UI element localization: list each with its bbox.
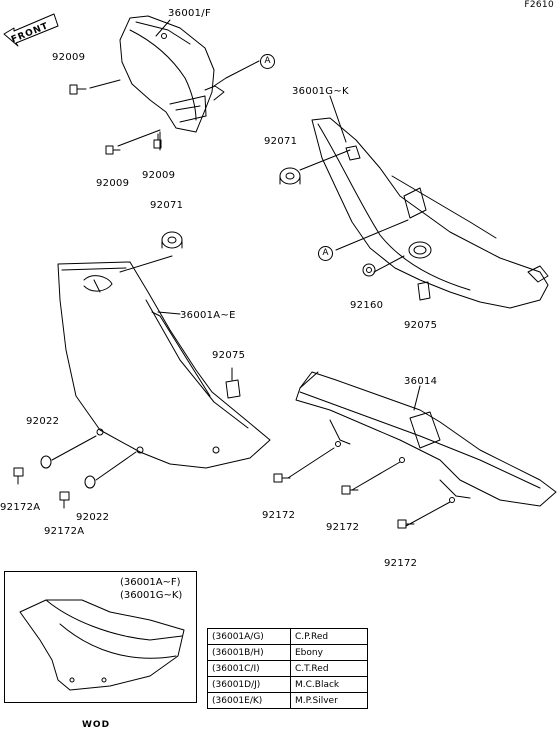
table-row: (36001E/K) M.P.Silver — [207, 692, 368, 709]
label-92172: 92172 — [384, 558, 418, 569]
table-cell-code: (36001C/I) — [207, 660, 291, 677]
color-table: (36001A/G) C.P.Red (36001B/H) Ebony (360… — [207, 628, 368, 709]
label-36001gk: 36001G~K — [292, 86, 349, 97]
bolt-92172a — [13, 467, 24, 485]
table-cell-color: Ebony — [290, 644, 368, 661]
label-92009: 92009 — [52, 52, 86, 63]
table-cell-color: C.T.Red — [290, 660, 368, 677]
diagram-code: F2610 — [524, 0, 554, 10]
table-cell-color: M.C.Black — [290, 676, 368, 693]
inset-part-range: (36001G~K) — [120, 590, 183, 601]
label-92009: 92009 — [142, 170, 176, 181]
washer-92022 — [40, 455, 52, 469]
part-36001ae-cover — [57, 261, 271, 469]
inset-panel — [4, 571, 197, 703]
label-92172: 92172 — [326, 522, 360, 533]
label-36014: 36014 — [404, 376, 438, 387]
washer-92022 — [84, 475, 96, 489]
grommet-92071 — [279, 167, 301, 185]
label-92022: 92022 — [26, 416, 60, 427]
table-cell-code: (36001E/K) — [207, 692, 291, 709]
label-92009: 92009 — [96, 178, 130, 189]
label-92075: 92075 — [404, 320, 438, 331]
label-92172: 92172 — [262, 510, 296, 521]
callout-a: A — [318, 246, 333, 261]
bolt-92009 — [153, 133, 162, 149]
clip-92075 — [417, 281, 431, 301]
label-92022: 92022 — [76, 512, 110, 523]
table-row: (36001D/J) M.C.Black — [207, 676, 368, 693]
front-arrow-icon — [3, 13, 59, 47]
collar-92160 — [362, 263, 376, 277]
inset-part-range: (36001A~F) — [120, 577, 181, 588]
part-36014-chain-cover — [295, 371, 557, 507]
table-cell-code: (36001A/G) — [207, 628, 291, 645]
table-cell-color: C.P.Red — [290, 628, 368, 645]
inset-caption: WOD — [82, 720, 111, 730]
bolt-92009 — [69, 84, 87, 95]
table-cell-color: M.P.Silver — [290, 692, 368, 709]
bolt-92172a — [59, 491, 70, 509]
bolt-92009 — [105, 145, 121, 155]
label-36001ae: 36001A~E — [180, 310, 236, 321]
label-92071: 92071 — [150, 200, 184, 211]
table-row: (36001B/H) Ebony — [207, 644, 368, 661]
label-92172a: 92172A — [0, 502, 41, 513]
label-92172a: 92172A — [44, 526, 85, 537]
table-row: (36001C/I) C.T.Red — [207, 660, 368, 677]
label-92075: 92075 — [212, 350, 246, 361]
table-cell-code: (36001B/H) — [207, 644, 291, 661]
grommet-92071 — [161, 231, 183, 249]
callout-a: A — [260, 54, 275, 69]
table-cell-code: (36001D/J) — [207, 676, 291, 693]
table-row: (36001A/G) C.P.Red — [207, 628, 368, 645]
label-36001f: 36001/F — [168, 8, 212, 19]
clip-92075 — [225, 379, 241, 399]
label-92071: 92071 — [264, 136, 298, 147]
part-36001f-cover — [119, 15, 225, 133]
bolt-92172 — [341, 485, 359, 495]
inset-wod-cover — [19, 599, 185, 691]
bolt-92172 — [273, 473, 291, 483]
bolt-92172 — [397, 519, 415, 529]
part-36001gk-cover — [311, 117, 549, 309]
label-92160: 92160 — [350, 300, 384, 311]
